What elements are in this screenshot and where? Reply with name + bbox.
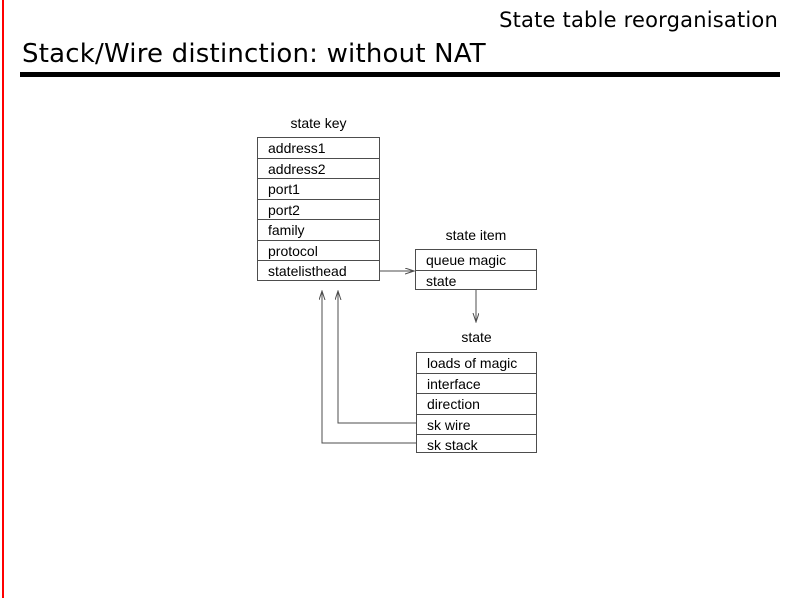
field-row: interface [417,374,536,394]
state-item-label: state item [445,227,507,243]
struct-state: loads of magic interface direction sk wi… [416,352,537,453]
field-row: direction [417,394,536,415]
page-title: Stack/Wire distinction: without NAT [22,39,486,69]
left-accent-rule [2,0,4,598]
field-row: family [258,220,379,241]
field-row: sk stack [427,437,478,453]
struct-state-key: address1 address2 port1 port2 family pro… [257,137,380,281]
field-row: state [426,272,457,289]
field-row: address1 [258,138,379,159]
field-row: sk wire [417,415,536,435]
field-row: queue magic [416,250,536,271]
field-row: protocol [258,241,379,261]
field-row: port1 [258,179,379,200]
title-underline-rule [20,72,780,77]
field-row: loads of magic [417,353,536,374]
connector-sk-wire-to-state-key [338,291,416,424]
struct-state-item: queue magic state [415,249,537,290]
section-label: State table reorganisation [499,8,778,32]
state-key-label: state key [290,115,347,131]
field-row: port2 [258,200,379,220]
connector-sk-stack-to-state-key [322,291,416,444]
field-row: statelisthead [268,263,347,279]
state-label: state [461,329,492,345]
field-row: address2 [258,159,379,179]
